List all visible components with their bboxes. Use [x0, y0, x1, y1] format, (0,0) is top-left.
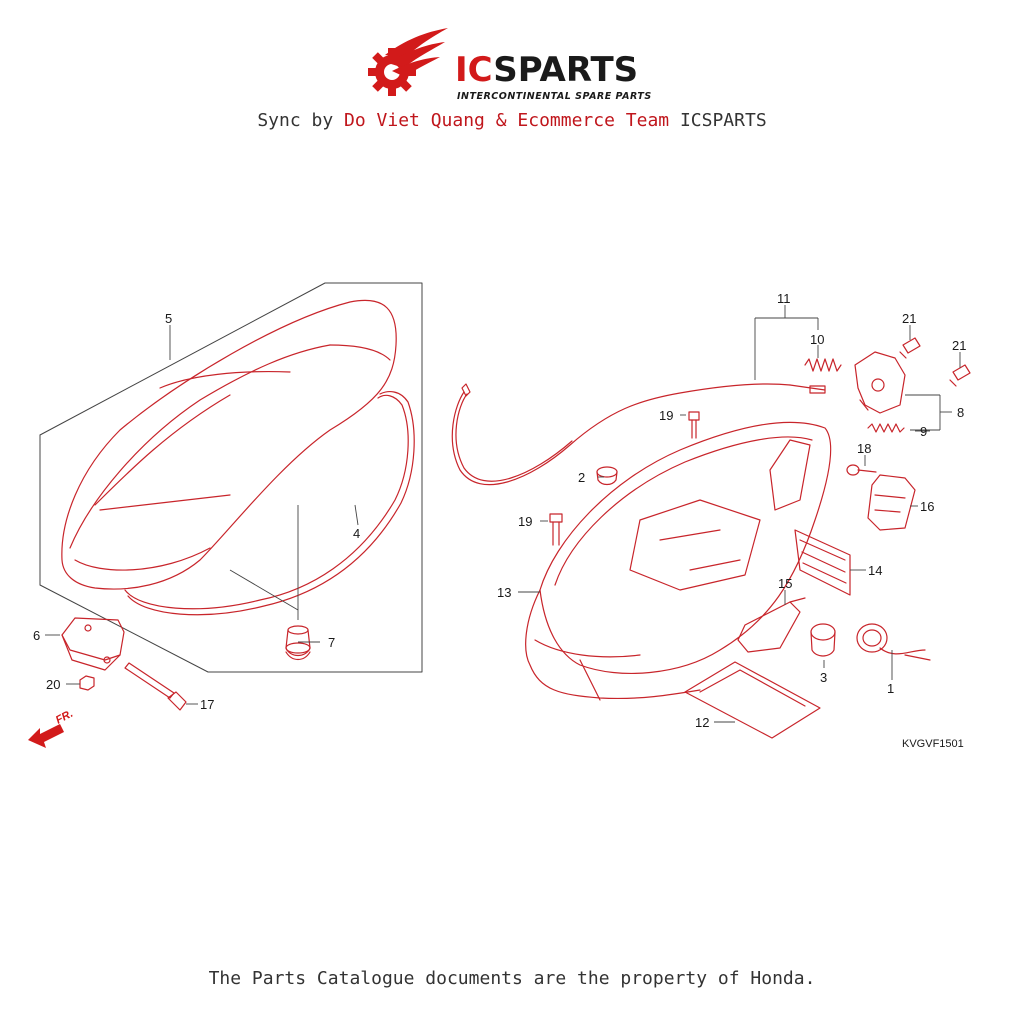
screw-part-19a [688, 411, 700, 439]
callout-5: 5 [165, 311, 172, 326]
callout-1: 1 [887, 681, 894, 696]
sync-suffix: ICSPARTS [669, 110, 767, 131]
callout-11: 11 [777, 291, 791, 306]
callout-6: 6 [33, 628, 40, 643]
light-unit-part-1 [856, 623, 931, 661]
mat-part-12 [684, 661, 821, 739]
callout-4: 4 [353, 526, 360, 541]
nut-part-20 [79, 675, 95, 691]
brand-tagline: INTERCONTINENTAL SPARE PARTS [457, 91, 652, 102]
brand-header: ICSPARTS INTERCONTINENTAL SPARE PARTS [0, 20, 1024, 102]
spring-part-9 [867, 423, 905, 433]
callout-18: 18 [857, 441, 871, 456]
callout-8: 8 [957, 405, 964, 420]
bolt-part-21a [899, 337, 921, 359]
stopper-part-7 [285, 625, 311, 661]
footer-note: The Parts Catalogue documents are the pr… [208, 968, 816, 989]
callout-17: 17 [200, 697, 214, 712]
bolt-part-21b [949, 364, 971, 387]
callout-labels: 1 2 3 4 5 6 7 8 9 10 11 12 13 14 15 16 1… [33, 291, 966, 750]
hinge-part-6 [61, 617, 125, 671]
seat-seal-part-4 [124, 391, 415, 616]
sync-line: Sync by Do Viet Quang & Ecommerce Team I… [0, 110, 1024, 131]
callout-21b: 21 [952, 338, 966, 353]
callout-2: 2 [578, 470, 585, 485]
callout-20: 20 [46, 677, 60, 692]
latch-part-8 [854, 351, 906, 414]
callout-19b: 19 [518, 514, 532, 529]
sync-highlight: Do Viet Quang & Ecommerce Team [344, 110, 670, 131]
grommet-part-2 [596, 466, 618, 486]
tray-part-14 [794, 529, 851, 596]
seat-group-frame [39, 282, 423, 673]
callout-21a: 21 [902, 311, 916, 326]
brand-name-red: IC [455, 50, 494, 90]
diagram-code: KVGVF1501 [902, 738, 964, 750]
callout-16: 16 [920, 499, 934, 514]
callout-7: 7 [328, 635, 335, 650]
callout-9: 9 [920, 424, 927, 439]
front-marker-label: FR. [54, 708, 75, 727]
lid-part-16 [867, 474, 916, 531]
screw-part-19b [549, 513, 563, 546]
brand-name: ICSPARTS [455, 50, 638, 90]
callout-14: 14 [868, 563, 882, 578]
brand-logo-icon [368, 28, 448, 96]
socket-part-3 [810, 623, 836, 657]
callout-13: 13 [497, 585, 511, 600]
callout-15: 15 [778, 576, 792, 591]
brand-name-dark: SPARTS [493, 50, 639, 90]
front-arrow-icon: FR. [28, 708, 75, 748]
callout-12: 12 [695, 715, 709, 730]
leader-lines [45, 305, 961, 723]
screw-part-18 [846, 464, 877, 476]
bracket-part-15 [737, 597, 806, 653]
bolt-part-17 [124, 662, 187, 711]
seat-part-5 [61, 299, 397, 590]
spring-part-10 [804, 358, 842, 372]
callout-10: 10 [810, 332, 824, 347]
callout-3: 3 [820, 670, 827, 685]
callout-19a: 19 [659, 408, 673, 423]
luggage-box-part-13 [525, 421, 832, 701]
sync-prefix: Sync by [257, 110, 345, 131]
cable-part-11 [451, 383, 826, 486]
